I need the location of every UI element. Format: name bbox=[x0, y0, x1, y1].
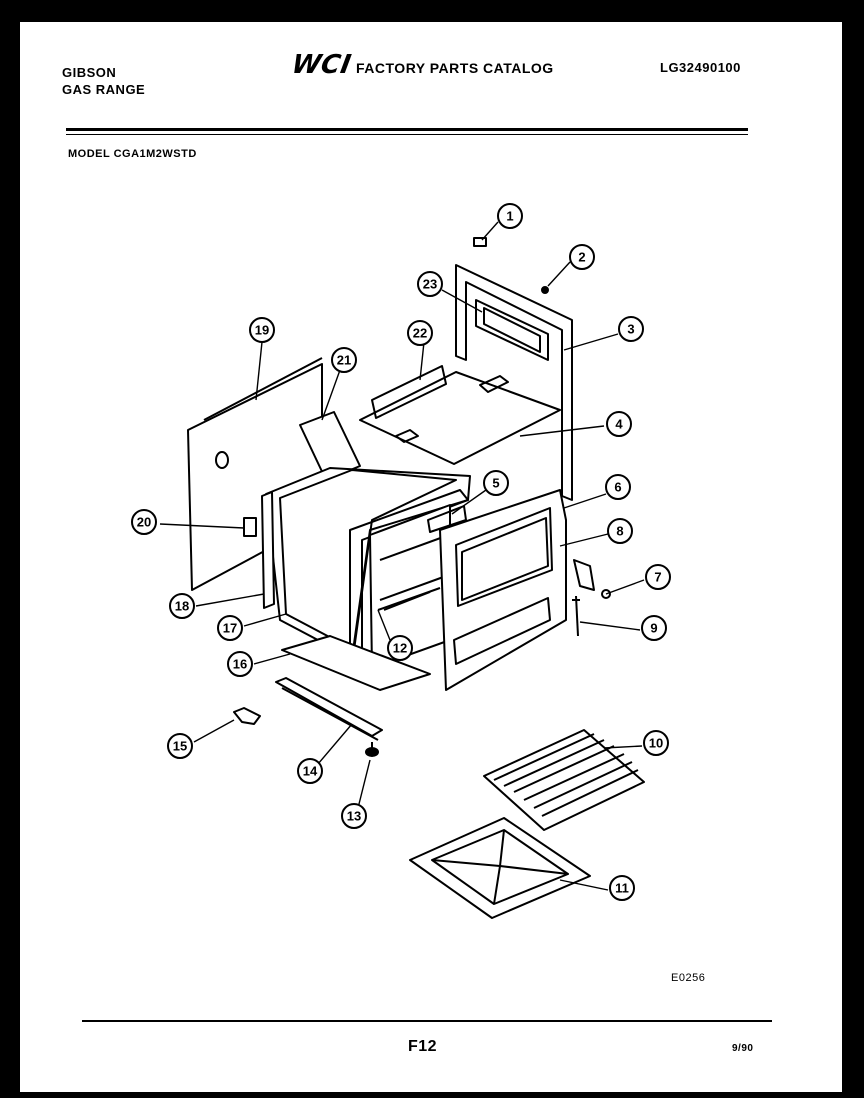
callout-20: 20 bbox=[137, 515, 151, 530]
oven-rack bbox=[483, 729, 645, 831]
broiler-drawer bbox=[281, 635, 431, 691]
oven-top-plate bbox=[359, 365, 561, 465]
callout-15: 15 bbox=[173, 739, 187, 754]
callout-21: 21 bbox=[337, 353, 351, 368]
callout-22: 22 bbox=[413, 326, 427, 341]
rear-frame bbox=[455, 264, 573, 501]
callout-17: 17 bbox=[223, 621, 237, 636]
callout-10: 10 bbox=[649, 736, 663, 751]
product-type: GAS RANGE bbox=[62, 82, 146, 97]
footer-rule bbox=[82, 1020, 772, 1022]
callout-6: 6 bbox=[614, 480, 621, 495]
callout-9: 9 bbox=[650, 621, 657, 636]
callout-13: 13 bbox=[347, 809, 361, 824]
brand-name: GIBSON bbox=[62, 65, 117, 80]
exploded-parts-diagram: 1 2 3 4 5 6 7 8 9 10 11 12 13 14 15 16 1… bbox=[131, 203, 671, 919]
small-parts bbox=[243, 237, 549, 611]
callout-23: 23 bbox=[423, 277, 437, 292]
oven-door bbox=[439, 489, 567, 691]
document-code: LG32490100 bbox=[660, 60, 741, 75]
callout-3: 3 bbox=[627, 322, 634, 337]
broiler-pan bbox=[409, 817, 591, 919]
callout-7: 7 bbox=[654, 570, 661, 585]
header-rule-thick bbox=[66, 128, 748, 131]
callout-11: 11 bbox=[615, 881, 629, 896]
callout-14: 14 bbox=[303, 764, 318, 779]
side-panel bbox=[261, 491, 275, 609]
catalog-sheet: GIBSON GAS RANGE WCI FACTORY PARTS CATAL… bbox=[20, 22, 842, 1092]
callout-18: 18 bbox=[175, 599, 189, 614]
leveling-leg bbox=[365, 742, 379, 757]
callout-8: 8 bbox=[616, 524, 623, 539]
callout-4: 4 bbox=[615, 417, 623, 432]
illustration-code: E0256 bbox=[671, 972, 706, 984]
callout-5: 5 bbox=[492, 476, 499, 491]
model-number: MODEL CGA1M2WSTD bbox=[68, 148, 197, 160]
callout-12: 12 bbox=[393, 641, 407, 656]
oven-liner bbox=[369, 504, 451, 669]
callout-2: 2 bbox=[578, 250, 585, 265]
bracket bbox=[233, 707, 261, 725]
kick-panel bbox=[275, 677, 383, 741]
callout-19: 19 bbox=[255, 323, 269, 338]
page-number: F12 bbox=[408, 1038, 438, 1055]
header-rule-thin bbox=[66, 134, 748, 135]
catalog-title: FACTORY PARTS CATALOG bbox=[356, 60, 554, 76]
door-spring bbox=[572, 595, 580, 637]
date-code: 9/90 bbox=[732, 1043, 754, 1054]
callout-16: 16 bbox=[233, 657, 247, 672]
door-hinge bbox=[573, 559, 611, 599]
callout-1: 1 bbox=[506, 209, 513, 224]
